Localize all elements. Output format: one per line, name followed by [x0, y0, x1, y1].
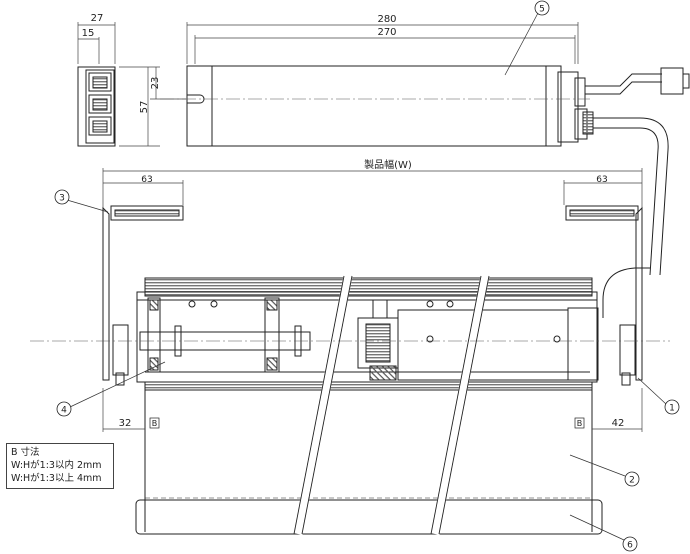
legend-line-2: W:Hが1:3以上 4mm [11, 473, 102, 484]
dim-b-left: B [152, 419, 158, 428]
legend-title: B 寸法 [11, 447, 40, 458]
legend-line-1: W:Hが1:3以内 2mm [11, 460, 102, 471]
callout-3 [54, 189, 70, 205]
motor-dims [186, 22, 579, 64]
dim-end-inner: 15 [82, 28, 95, 39]
headrail [136, 277, 599, 391]
dim-end-width: 27 [91, 13, 104, 24]
dim-product-width: 製品幅(W) [364, 158, 412, 171]
dim-end-offset: 23 [150, 77, 161, 90]
right-bracket [565, 205, 650, 386]
dim-motor-length: 280 [377, 14, 396, 25]
callout-5 [534, 0, 550, 16]
break-edges [293, 275, 490, 535]
callout-4-label: 4 [61, 406, 67, 416]
b-dimension-legend: B 寸法 W:Hが1:3以内 2mm W:Hが1:3以上 4mm [6, 443, 114, 489]
product-width-dim [102, 168, 643, 222]
callout-6 [622, 536, 638, 552]
callout-2-label: 2 [629, 476, 635, 486]
dim-end-height: 57 [139, 101, 150, 114]
end-view-dims [77, 22, 186, 147]
dim-motor-inner: 270 [377, 27, 396, 38]
motor-end-view [77, 66, 116, 147]
dim-left-bracket: 63 [141, 175, 152, 185]
motor-side-view [186, 65, 690, 276]
break-lines [293, 275, 490, 535]
margin-dims [102, 388, 643, 432]
callout-6-label: 6 [627, 541, 633, 551]
callout-1 [664, 399, 680, 415]
callout-3-label: 3 [59, 194, 65, 204]
dim-right-bracket: 63 [596, 175, 607, 185]
callout-1-label: 1 [669, 404, 675, 414]
callout-5-label: 5 [539, 5, 545, 15]
callout-4 [56, 401, 72, 417]
dim-left-margin: 32 [119, 418, 132, 429]
shade-fabric [135, 390, 603, 535]
dim-right-margin: 42 [612, 418, 625, 429]
dim-b-right: B [577, 419, 583, 428]
callout-2 [624, 471, 640, 487]
